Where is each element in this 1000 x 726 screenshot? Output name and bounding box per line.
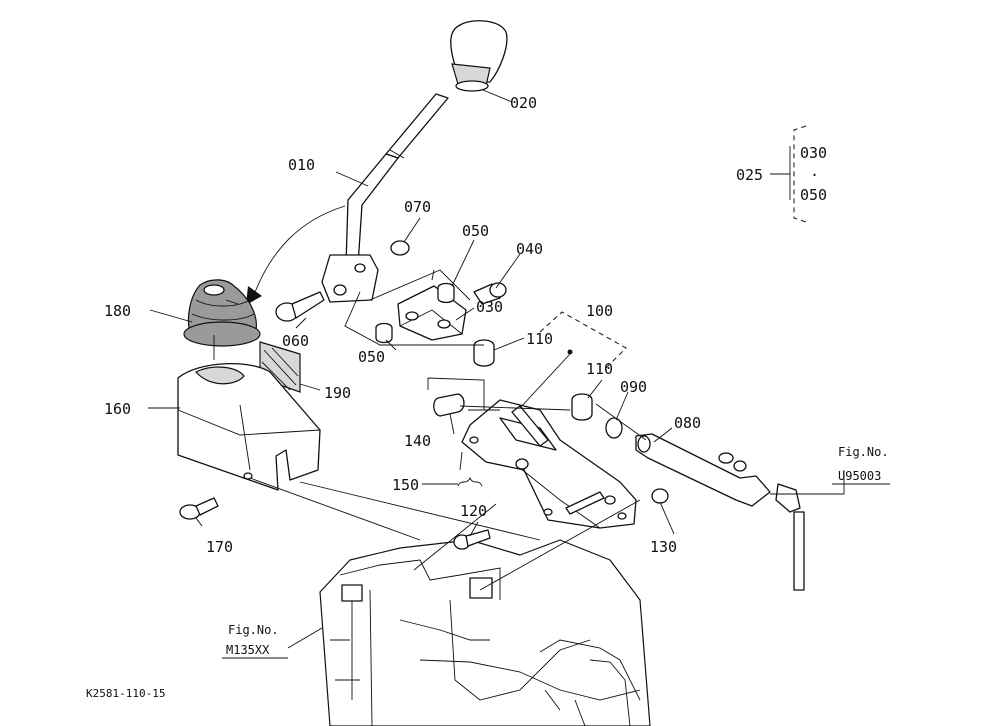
- shift-knob-020: [450, 20, 508, 92]
- bushing-110-lower: [571, 393, 593, 421]
- callout-170: 170: [206, 538, 233, 556]
- callout-025: 025: [736, 166, 763, 184]
- rod-end-link: [775, 483, 805, 591]
- callout-110-upper: 110: [526, 330, 553, 348]
- callout-180: 180: [104, 302, 131, 320]
- shaft-080: [635, 433, 771, 507]
- callout-190: 190: [324, 384, 351, 402]
- bolt-120: [453, 529, 491, 550]
- assembly-lines: [213, 269, 800, 591]
- leader-lines: [148, 89, 845, 649]
- callout-020: 020: [510, 94, 537, 112]
- callout-030: 030: [476, 298, 503, 316]
- callout-130: 130: [650, 538, 677, 556]
- group-bracket: [793, 125, 807, 223]
- block-030: [397, 285, 467, 341]
- bolt-170: [179, 497, 219, 520]
- callout-080: 080: [674, 414, 701, 432]
- spring-150: [457, 451, 483, 487]
- drawing-code: K2581-110-15: [86, 687, 165, 700]
- callout-120: 120: [460, 502, 487, 520]
- callout-050-upper: 050: [462, 222, 489, 240]
- fig-ref-left-label: Fig.No.: [228, 623, 279, 637]
- bushing-050-lower: [375, 322, 393, 344]
- callout-110-lower: 110: [586, 360, 613, 378]
- washer-130: [651, 488, 669, 504]
- bushing-050-upper: [437, 282, 455, 304]
- callout-160: 160: [104, 400, 131, 418]
- callout-150: 150: [392, 476, 419, 494]
- callout-050-lower: 050: [358, 348, 385, 366]
- fig-ref-right-label: Fig.No.: [838, 445, 889, 459]
- shift-cover-160: [177, 362, 321, 491]
- group-item-050: 050: [800, 186, 827, 204]
- group-item-030: 030: [800, 144, 827, 162]
- callout-140: 140: [404, 432, 431, 450]
- fig-ref-right-code: U95003: [838, 469, 881, 483]
- pin-060: [275, 291, 325, 322]
- callout-040: 040: [516, 240, 543, 258]
- rubber-boot-180: [183, 279, 261, 347]
- callout-010: 010: [288, 156, 315, 174]
- o-ring-090: [605, 417, 623, 439]
- callout-100: 100: [586, 302, 613, 320]
- sleeve-140: [433, 393, 465, 417]
- callout-090: 090: [620, 378, 647, 396]
- callout-060: 060: [282, 332, 309, 350]
- group-brace: [770, 146, 791, 200]
- bushing-110-upper: [473, 339, 495, 367]
- callout-labels: 020 010 070 050 040 030 100 180 060 050 …: [86, 94, 890, 700]
- group-separator: ·: [810, 166, 819, 184]
- bolt-040: [473, 282, 507, 305]
- collar-070: [390, 240, 410, 256]
- fig-ref-left-code: M135XX: [226, 643, 270, 657]
- assembly-arrow: [251, 205, 346, 301]
- callout-070: 070: [404, 198, 431, 216]
- chassis-frame: [319, 539, 651, 726]
- shift-lever-010: [321, 93, 449, 303]
